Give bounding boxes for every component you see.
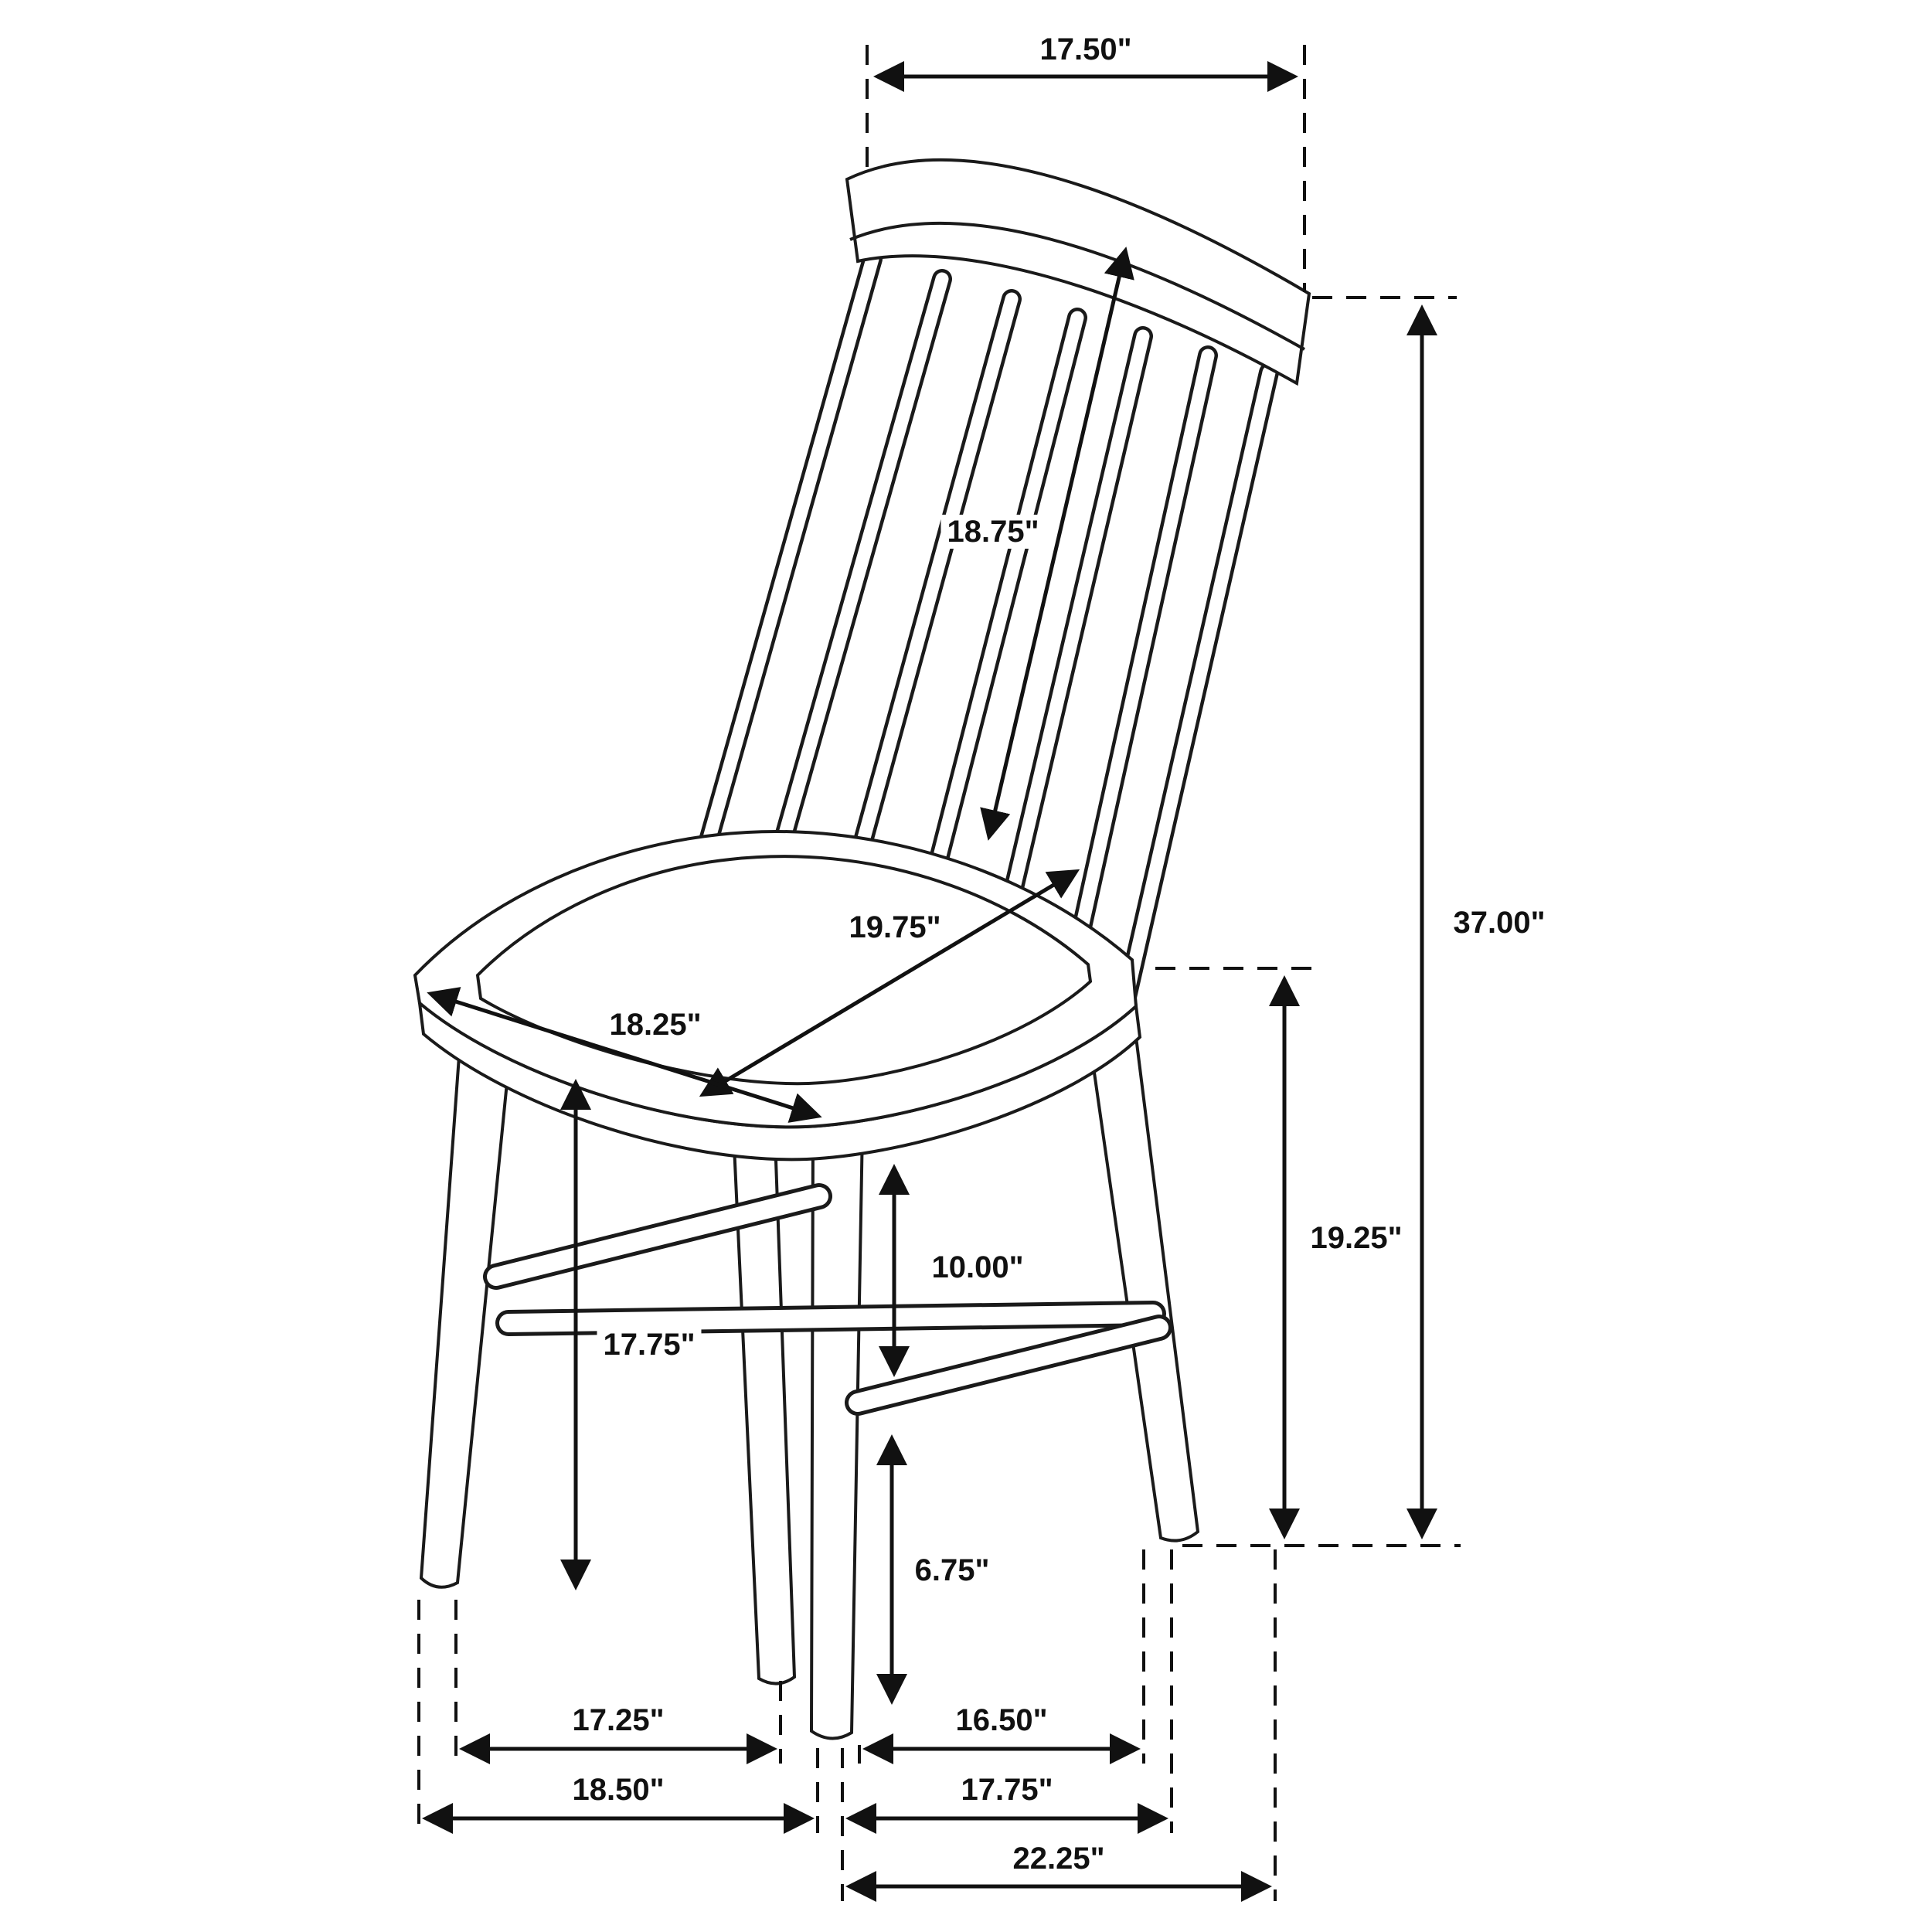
spindle: [917, 308, 1087, 914]
dim-label-front-leg-spacing-inner: 17.25": [566, 1703, 671, 1737]
dim-label-side-leg-spacing-inner: 16.50": [949, 1703, 1054, 1737]
rear-right-leg: [1086, 1022, 1200, 1543]
dim-label-overall-height: 37.00": [1447, 906, 1552, 940]
dim-label-front-width-outer: 18.50": [566, 1773, 671, 1807]
seat: [413, 829, 1142, 1162]
spindle: [763, 269, 952, 887]
spindle: [1064, 345, 1218, 972]
dim-label-seat-depth: 19.75": [842, 910, 947, 944]
spindle: [1117, 362, 1279, 1007]
dim-label-top-width: 17.50": [1033, 32, 1138, 66]
dim-label-side-depth-mid: 17.75": [954, 1773, 1060, 1807]
dim-label-back-length: 18.75": [940, 515, 1046, 549]
front-right-leg: [809, 1126, 865, 1740]
chair-drawing: [413, 158, 1311, 1740]
dim-line-back-length: [980, 247, 1134, 841]
dim-label-seat-height-rear: 19.25": [1304, 1221, 1409, 1255]
stretcher-bar: [845, 1315, 1172, 1416]
front-left-leg: [419, 1012, 515, 1589]
extension-lines: [417, 45, 1461, 1901]
dim-label-stretcher-to-floor: 6.75": [908, 1553, 996, 1587]
dimension-lines: [417, 45, 1461, 1902]
stretchers: [483, 1183, 1172, 1416]
stretcher-bar: [495, 1301, 1166, 1336]
dim-label-seat-width: 18.25": [603, 1008, 708, 1042]
dim-label-overall-depth: 22.25": [1006, 1842, 1111, 1876]
stretcher-bar: [483, 1183, 832, 1290]
dim-label-seat-height-front: 17.75": [597, 1328, 702, 1362]
spindle: [689, 249, 883, 883]
spindle: [840, 289, 1022, 899]
dim-line-seat-width: [427, 987, 822, 1123]
dim-label-seat-to-stretcher: 10.00": [925, 1250, 1030, 1284]
spindle: [995, 326, 1153, 937]
